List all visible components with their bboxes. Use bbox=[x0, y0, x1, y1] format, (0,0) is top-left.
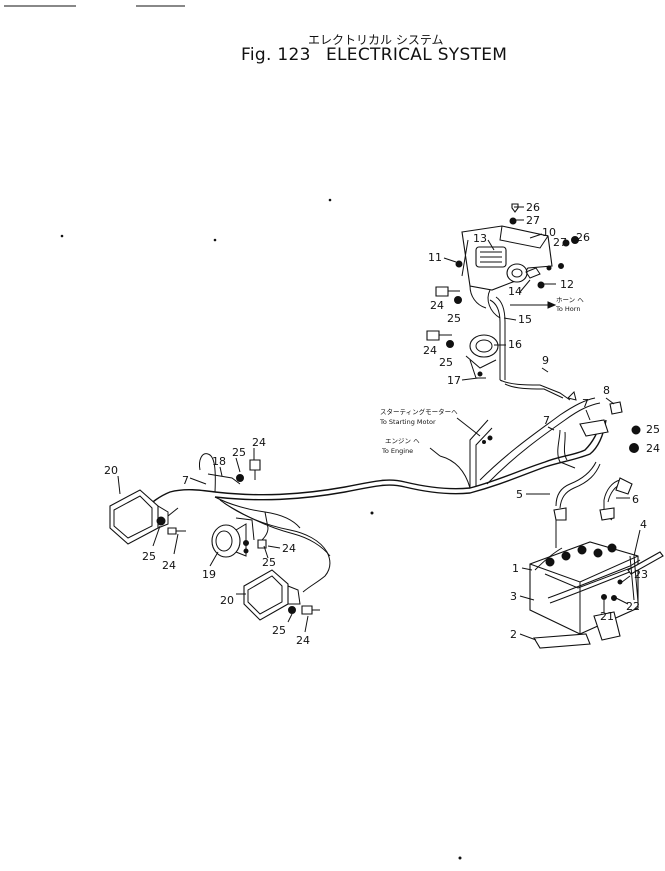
callout-12: 12 bbox=[560, 278, 574, 291]
callout-8: 8 bbox=[603, 384, 610, 397]
callout-25: 25 bbox=[232, 446, 246, 459]
callout-9: 9 bbox=[542, 354, 549, 367]
callout-24: 24 bbox=[282, 542, 296, 555]
callout-27: 27 bbox=[526, 214, 540, 227]
callout-19: 19 bbox=[202, 568, 216, 581]
callout-7: 7 bbox=[582, 397, 589, 410]
figure-number: Fig. 123 bbox=[241, 45, 311, 65]
callout-23: 23 bbox=[634, 568, 648, 581]
callout-6: 6 bbox=[632, 493, 639, 506]
callout-22: 22 bbox=[626, 600, 640, 613]
callout-25: 25 bbox=[447, 312, 461, 325]
callout-11: 11 bbox=[428, 251, 442, 264]
callout-25: 25 bbox=[142, 550, 156, 563]
note-engine-en: To Engine bbox=[381, 447, 413, 455]
callout-26: 26 bbox=[526, 201, 540, 214]
callout-20: 20 bbox=[220, 594, 234, 607]
callout-24: 24 bbox=[162, 559, 176, 572]
callout-24: 24 bbox=[423, 344, 437, 357]
relay-bracket-assembly bbox=[461, 225, 564, 319]
horn-arrow bbox=[510, 301, 557, 309]
callout-2: 2 bbox=[510, 628, 517, 641]
callout-25: 25 bbox=[262, 556, 276, 569]
part-callouts: 26 27 10 27 26 13 11 12 14 24 25 15 16 2… bbox=[104, 201, 660, 647]
callout-24: 24 bbox=[296, 634, 310, 647]
battery-mat-2 bbox=[533, 611, 621, 649]
callout-5: 5 bbox=[516, 488, 523, 501]
battery-hold-down bbox=[547, 551, 664, 604]
relay-16 bbox=[465, 334, 499, 379]
callout-13: 13 bbox=[473, 232, 487, 245]
title-japanese: エレクトリカル システム bbox=[308, 33, 443, 47]
note-horn-jp: ホーン ヘ bbox=[556, 296, 584, 304]
callout-25: 25 bbox=[439, 356, 453, 369]
headlamp-20-right bbox=[243, 569, 320, 621]
note-starting-jp: スターティングモーターヘ bbox=[380, 407, 458, 416]
note-horn-en: To Horn bbox=[555, 305, 580, 313]
callout-25: 25 bbox=[646, 423, 660, 436]
callout-4: 4 bbox=[640, 518, 647, 531]
callout-10: 10 bbox=[542, 226, 556, 239]
destination-notes: ホーン ヘ To Horn スターティングモーターヘ To Starting M… bbox=[379, 296, 584, 455]
callout-20: 20 bbox=[104, 464, 118, 477]
callout-24: 24 bbox=[646, 442, 660, 455]
callout-16: 16 bbox=[508, 338, 522, 351]
callout-24: 24 bbox=[430, 299, 444, 312]
callout-26: 26 bbox=[576, 231, 590, 244]
callout-7: 7 bbox=[543, 414, 550, 427]
callout-18: 18 bbox=[212, 455, 226, 468]
callout-1: 1 bbox=[512, 562, 519, 575]
leader-lines bbox=[117, 206, 641, 641]
callout-27: 27 bbox=[553, 236, 567, 249]
title-english: ELECTRICAL SYSTEM bbox=[326, 45, 507, 65]
callout-24: 24 bbox=[252, 436, 266, 449]
battery-1 bbox=[529, 541, 639, 635]
callout-14: 14 bbox=[508, 285, 522, 298]
callout-15: 15 bbox=[518, 313, 532, 326]
callout-21: 21 bbox=[600, 610, 614, 623]
headlamp-20-left bbox=[109, 489, 186, 545]
note-starting-en: To Starting Motor bbox=[379, 418, 436, 426]
callout-25: 25 bbox=[272, 624, 286, 637]
battery-cables bbox=[553, 461, 633, 548]
top-fasteners bbox=[426, 203, 579, 348]
callout-7: 7 bbox=[182, 474, 189, 487]
right-clamp bbox=[567, 391, 641, 453]
main-wiring-harness bbox=[214, 296, 607, 501]
horn-19 bbox=[211, 517, 267, 558]
callout-3: 3 bbox=[510, 590, 517, 603]
note-engine-jp: エンジン ヘ bbox=[385, 437, 420, 445]
left-fasteners bbox=[207, 459, 261, 485]
callout-17: 17 bbox=[447, 374, 461, 387]
stray-marks bbox=[60, 198, 493, 860]
